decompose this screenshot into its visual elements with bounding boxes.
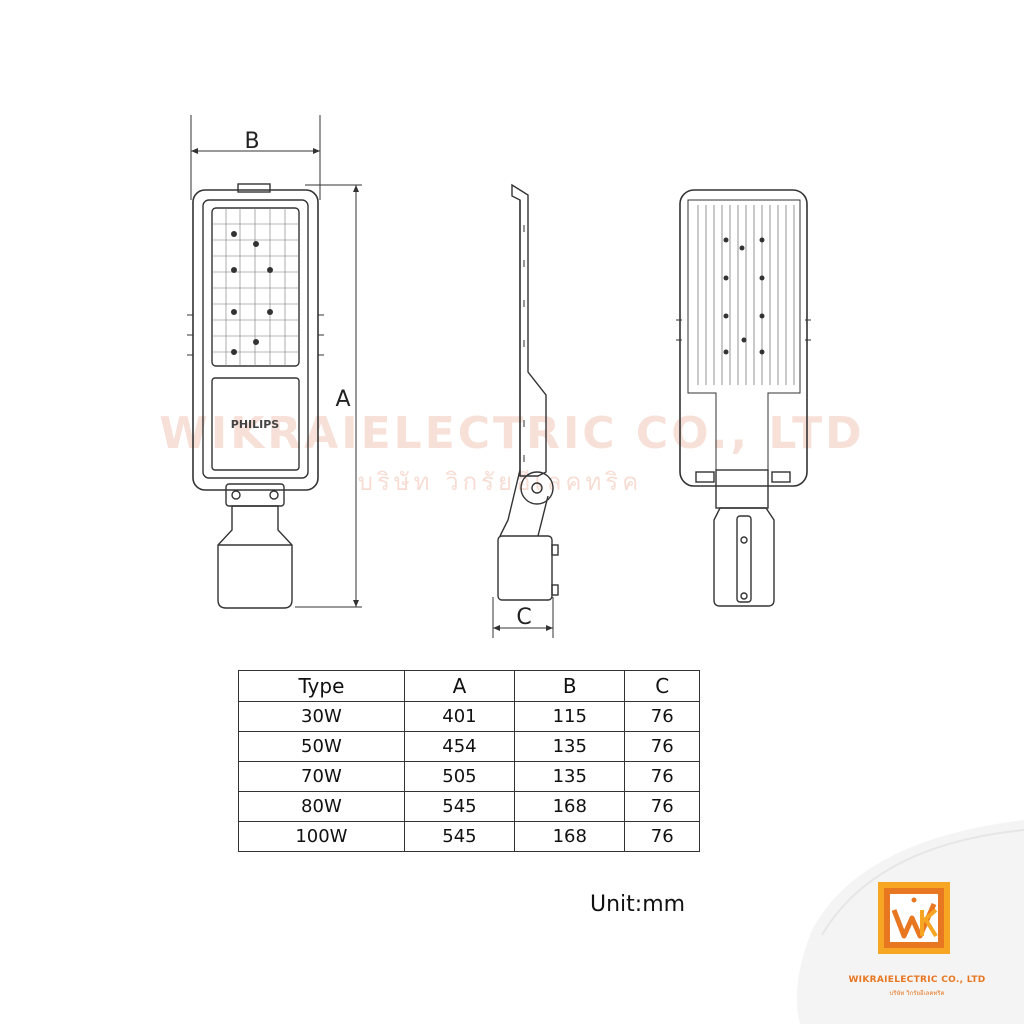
cell-b: 168	[514, 821, 626, 852]
dimension-c-label: C	[516, 605, 531, 630]
header-type: Type	[238, 670, 405, 702]
cell-c: 76	[624, 791, 700, 822]
front-view: PHILIPS	[187, 115, 362, 609]
cell-type: 50W	[238, 731, 405, 762]
logo-company-subtitle: บริษัท วิกรัยอีเลคทริค	[889, 990, 945, 997]
table-row: 100W 545 168 76	[238, 821, 700, 852]
side-view	[492, 183, 559, 638]
cell-type: 30W	[238, 701, 405, 732]
logo-company-name: WIKRAIELECTRIC CO., LTD	[848, 975, 986, 985]
cell-a: 545	[403, 821, 516, 852]
cell-type: 100W	[238, 821, 405, 852]
watermark-main: WIKRAIELECTRIC CO., LTD	[159, 408, 864, 459]
header-b: B	[514, 670, 626, 702]
cell-b: 115	[514, 701, 626, 732]
header-c: C	[624, 670, 700, 702]
table-row: 80W 545 168 76	[238, 791, 700, 822]
header-a: A	[403, 670, 516, 702]
company-logo-icon	[878, 882, 950, 954]
cell-c: 76	[624, 761, 700, 792]
table-row: 70W 505 135 76	[238, 761, 700, 792]
cell-type: 80W	[238, 791, 405, 822]
cell-a: 454	[403, 731, 516, 762]
cell-c: 76	[624, 821, 700, 852]
watermark: WIKRAIELECTRIC CO., LTD บริษัท วิกรัยอีเ…	[159, 408, 864, 496]
cell-b: 135	[514, 731, 626, 762]
cell-a: 545	[403, 791, 516, 822]
cell-b: 168	[514, 791, 626, 822]
brand-label: PHILIPS	[231, 418, 280, 431]
cell-c: 76	[624, 731, 700, 762]
table-row: 50W 454 135 76	[238, 731, 700, 762]
table-header-row: Type A B C	[238, 670, 700, 702]
cell-a: 505	[403, 761, 516, 792]
back-view	[676, 189, 811, 607]
dimension-a-label: A	[335, 387, 350, 412]
dimension-b-label: B	[244, 129, 259, 154]
spec-table: Type A B C 30W 401 115 76 50W 454 135 76…	[238, 670, 700, 852]
cell-b: 135	[514, 761, 626, 792]
cell-type: 70W	[238, 761, 405, 792]
cell-a: 401	[403, 701, 516, 732]
unit-label: Unit:mm	[590, 892, 686, 917]
watermark-sub: บริษัท วิกรัยอีเลคทริค	[358, 468, 643, 496]
cell-c: 76	[624, 701, 700, 732]
table-row: 30W 401 115 76	[238, 701, 700, 732]
